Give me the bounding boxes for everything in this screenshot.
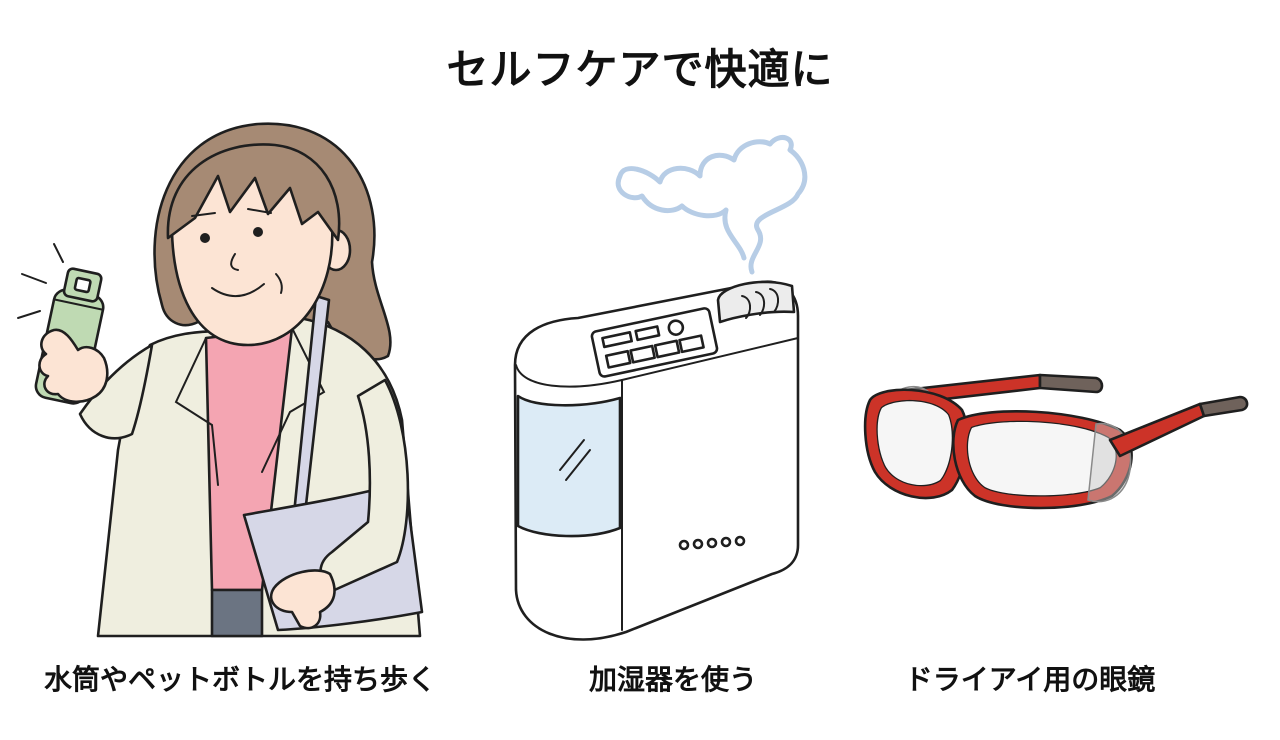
nose bbox=[230, 253, 239, 271]
motion-line bbox=[53, 243, 64, 263]
page-title: セルフケアで快適に bbox=[446, 45, 834, 94]
vent-slat bbox=[769, 288, 780, 313]
display-window bbox=[601, 331, 633, 349]
control-panel bbox=[590, 307, 719, 378]
hair-bangs bbox=[166, 143, 341, 242]
bottle-cap-loop bbox=[73, 276, 92, 294]
panel-button bbox=[678, 334, 705, 354]
left-lens bbox=[877, 401, 952, 485]
left-eye bbox=[200, 233, 210, 243]
humidifier-body bbox=[513, 280, 800, 641]
pants bbox=[210, 588, 264, 638]
tank-glare bbox=[559, 439, 585, 471]
motion-line bbox=[21, 273, 47, 284]
vent-slat bbox=[741, 295, 752, 319]
tank-glare bbox=[565, 449, 591, 481]
dial-knob bbox=[667, 319, 685, 336]
water-tank bbox=[516, 394, 622, 538]
right-eye bbox=[253, 227, 263, 237]
caption-humidifier: 加湿器を使う bbox=[588, 663, 758, 696]
woman-with-water-bottle-icon bbox=[17, 122, 424, 638]
bottle-band bbox=[53, 298, 104, 311]
back-temple-tip bbox=[1038, 373, 1104, 394]
panel-button bbox=[604, 349, 632, 369]
front-temple-tip bbox=[1198, 395, 1249, 418]
front-temple bbox=[1108, 402, 1206, 458]
indicator-dot bbox=[706, 537, 718, 549]
display-window bbox=[634, 325, 661, 342]
indicator-dot bbox=[678, 539, 690, 551]
left-eyebrow bbox=[191, 212, 216, 217]
dry-eye-glasses-icon bbox=[863, 373, 1249, 510]
left-sleeve bbox=[78, 343, 154, 440]
humidifier-icon bbox=[513, 134, 808, 641]
left-hand bbox=[38, 328, 109, 404]
steam bbox=[615, 134, 808, 275]
mouth bbox=[211, 283, 265, 297]
indicator-dot bbox=[734, 535, 746, 547]
vent-slat bbox=[755, 291, 766, 316]
panel-button bbox=[629, 344, 656, 364]
indicator-dot bbox=[720, 536, 732, 548]
right-lens bbox=[968, 422, 1116, 496]
caption-water-bottle: 水筒やペットボトルを持ち歩く bbox=[43, 663, 437, 696]
left-lapel bbox=[174, 337, 219, 486]
top-edge bbox=[515, 337, 799, 388]
right-eyebrow bbox=[247, 208, 272, 214]
motion-line bbox=[17, 310, 41, 319]
caption-glasses: ドライアイ用の眼鏡 bbox=[904, 663, 1156, 696]
cheek-line bbox=[275, 273, 283, 294]
right-hand bbox=[269, 569, 336, 630]
panel-button bbox=[653, 339, 681, 359]
indicator-dot bbox=[692, 538, 704, 550]
